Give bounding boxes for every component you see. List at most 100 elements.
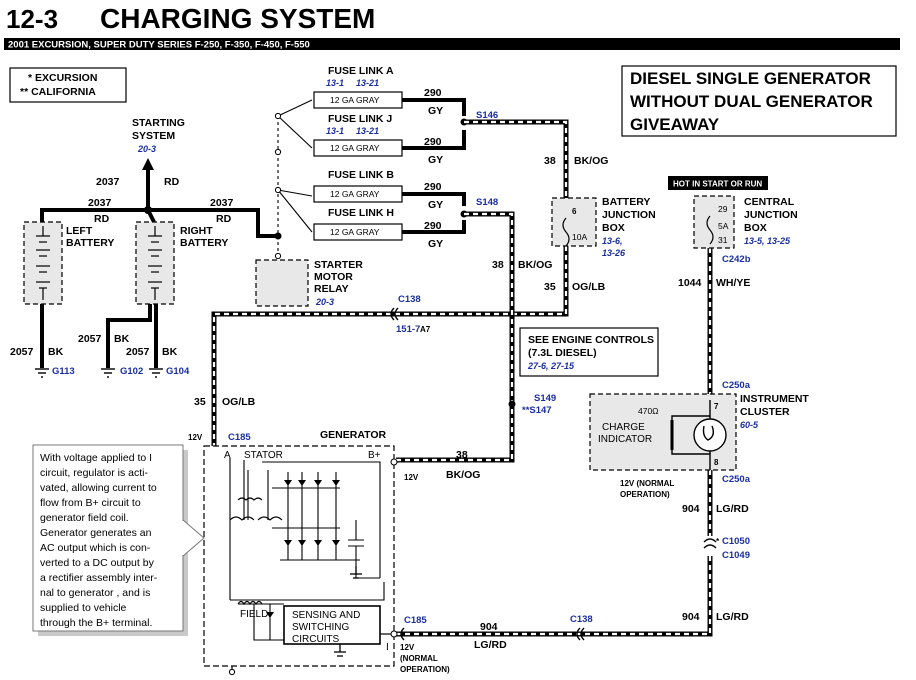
connector-c1049: C1049 — [722, 550, 750, 561]
relay-label: STARTER — [314, 259, 363, 271]
wire-904-label-b: 904 — [682, 611, 700, 623]
fuse-branch-lines — [277, 99, 313, 256]
wire-gy-label-h: GY — [428, 238, 443, 250]
diesel-info-box — [621, 65, 897, 137]
fuse-link-j-label: FUSE LINK J — [328, 113, 392, 125]
wire-bkog-label-b: BK/OG — [518, 259, 552, 271]
diesel-line-3: GIVEAWAY — [630, 115, 720, 134]
splice-s146: S146 — [476, 110, 498, 121]
charge-indicator-label: CHARGE — [602, 422, 645, 433]
fuse-icon — [562, 217, 570, 247]
engine-controls-ref: 27-6, 27-15 — [527, 361, 575, 371]
i-normal: (NORMAL — [400, 654, 438, 663]
note-line: vated, allowing current to — [40, 482, 157, 494]
node — [274, 112, 282, 120]
connector-c138-a: C138 — [398, 294, 421, 305]
diesel-line-2: WITHOUT DUAL GENERATOR — [630, 92, 873, 111]
page-title: CHARGING SYSTEM — [100, 3, 375, 34]
note-line: through the B+ terminal. — [40, 617, 152, 629]
connector-c242b: C242b — [722, 254, 751, 265]
rectifier-schematic — [229, 458, 385, 641]
cjb-ref: 13-5, 13-25 — [744, 236, 791, 246]
i-voltage: 12V — [400, 643, 415, 652]
wire-gy-label-b: GY — [428, 199, 443, 211]
terminal — [390, 458, 398, 466]
connector-c185-icon — [400, 627, 405, 641]
cluster-ref: 60-5 — [740, 420, 759, 430]
wire-290-a — [402, 98, 466, 116]
relay-label-2: MOTOR — [314, 271, 353, 283]
note-line: supplied to vehicle — [40, 602, 127, 614]
note-line: flow from B+ circuit to — [40, 497, 141, 509]
wire-gy-label-a: GY — [428, 105, 443, 117]
node — [274, 252, 282, 260]
wire-290-b — [402, 192, 466, 206]
wire-2037-label-b: 2037 — [88, 197, 112, 209]
wire-38-label-a: 38 — [544, 155, 556, 167]
wire-2057-label-a: 2057 — [10, 346, 34, 358]
node — [274, 186, 282, 194]
note-line: verted to a DC output by — [40, 557, 155, 569]
bjb-label-2: JUNCTION — [602, 209, 656, 221]
wire-2037-label-a: 2037 — [96, 176, 120, 188]
engine-controls-label-2: (7.3L DIESEL) — [528, 347, 597, 359]
bjb-ref1: 13-6, — [602, 236, 623, 246]
wire-whye-label: WH/YE — [716, 277, 750, 289]
wire-290-label-h: 290 — [424, 220, 442, 232]
connector-c1050-icon — [703, 538, 717, 549]
wire-290-label-j: 290 — [424, 136, 442, 148]
ground-g113: G113 — [52, 366, 75, 377]
starting-system-label-2: SYSTEM — [132, 130, 175, 142]
fuse-link-a-ref1: 13-1 — [326, 78, 344, 88]
fuse-icon — [706, 215, 714, 245]
cluster-voltage: 12V (NORMAL — [620, 479, 674, 488]
connector-c185-b: C185 — [404, 615, 427, 626]
generator-voltage: 12V — [188, 433, 203, 442]
left-battery-label: LEFT — [66, 225, 93, 237]
section-number: 12-3 — [6, 4, 58, 34]
wire-290-h — [402, 220, 466, 234]
sensing-circuits-box — [283, 605, 381, 645]
field-coil-icon — [237, 600, 263, 606]
cluster-pin7: 7 — [714, 402, 719, 411]
starter-motor-relay — [255, 259, 309, 307]
starting-system-label: STARTING — [132, 117, 185, 129]
generator-bplus: B+ — [368, 450, 381, 461]
wire-bk-label-a: BK — [48, 346, 64, 358]
note-pointer — [182, 518, 205, 558]
wire-oglb-label-a: OG/LB — [572, 281, 606, 293]
vehicle-subtitle: 2001 EXCURSION, SUPER DUTY SERIES F-250,… — [8, 40, 310, 51]
fuse-link-h-label: FUSE LINK H — [328, 207, 394, 219]
ground-icon — [35, 368, 163, 378]
terminal — [390, 630, 398, 638]
wire-2037-label-c: 2037 — [210, 197, 234, 209]
generator-i: I — [386, 642, 389, 653]
fuse-link-j-ref2: 13-21 — [356, 126, 379, 136]
connector-c138-pin: A7 — [420, 325, 431, 334]
fuse-link-j-ref1: 13-1 — [326, 126, 344, 136]
engine-controls-label: SEE ENGINE CONTROLS — [528, 334, 654, 346]
wire-rd-label-b: RD — [94, 213, 110, 225]
wire-35-label-b: 35 — [194, 396, 206, 408]
wire-lgrd-label-c: LG/RD — [474, 639, 507, 651]
wire-2057-mid — [106, 304, 152, 368]
dashed-circuits — [211, 119, 713, 637]
diesel-line-1: DIESEL SINGLE GENERATOR — [630, 69, 871, 88]
note-line: With voltage applied to I — [40, 452, 152, 464]
connector-c185-a: C185 — [228, 432, 251, 443]
wire-1044-label: 1044 — [678, 277, 702, 289]
note-line: circuit, regulator is acti- — [40, 467, 148, 479]
engine-controls-box — [519, 327, 659, 377]
wire-290-label-b: 290 — [424, 181, 442, 193]
generator-stator: STATOR — [244, 450, 283, 461]
sensing-label: SENSING AND — [292, 610, 360, 621]
fuse-link-j-gauge: 12 GA GRAY — [330, 143, 380, 153]
starting-system-ref: 20-3 — [137, 144, 156, 154]
junction-dot — [144, 206, 152, 214]
cjb-label: CENTRAL — [744, 196, 795, 208]
connector-c138-ref: 151-7 — [396, 324, 420, 335]
note-box — [32, 444, 184, 632]
cjb-fuse: 5A — [718, 221, 729, 231]
note-line: Generator generates an — [40, 527, 152, 539]
